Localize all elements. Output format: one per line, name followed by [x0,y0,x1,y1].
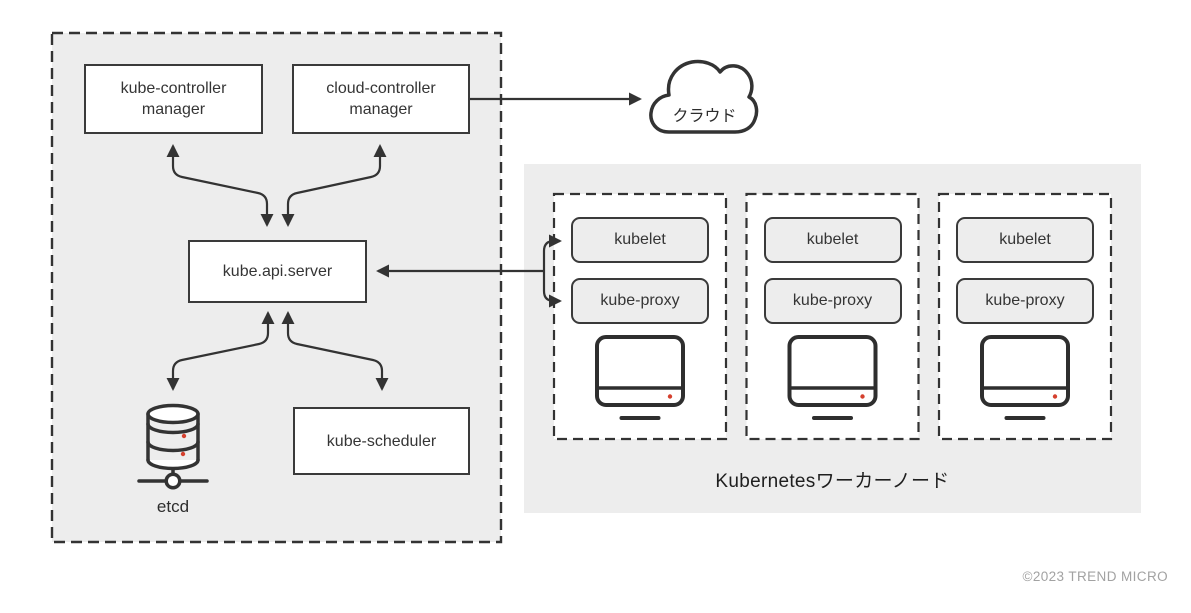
monitor-icon [980,335,1070,420]
copyright-text: ©2023 TREND MICRO [1022,569,1168,584]
kube-controller-manager-box: kube-controller manager [84,64,263,134]
worker-node-1-kubelet-box: kubelet [571,217,709,263]
arrow-apiserver-scheduler [281,311,389,391]
cloud-controller-manager-label-line1: cloud-controller [326,80,436,97]
worker-section-title: Kubernetesワーカーノード [715,471,950,492]
worker-node-1-kube-proxy-box: kube-proxy [571,278,709,324]
arrow-apiserver-kube-controller [166,144,274,227]
kube-scheduler-label: kube-scheduler [326,432,437,450]
cloud-label: クラウド [672,108,737,125]
arrow-apiserver-cloud-controller [281,144,387,227]
kubelet-label: kubelet [806,231,859,248]
monitor-icon [595,335,685,420]
kube-proxy-label: kube-proxy [792,292,873,309]
kube-proxy-label: kube-proxy [600,292,680,309]
etcd-database-icon [137,403,209,490]
worker-node-2-kubelet-box: kubelet [763,217,902,263]
worker-node-2-kube-proxy-box: kube-proxy [763,278,902,324]
worker-node-3-kube-proxy-box: kube-proxy [956,278,1094,324]
kubelet-label: kubelet [999,231,1051,248]
arrow-branch-kubelet [542,234,562,271]
kube-api-server-box: kube.api.server [188,240,367,303]
etcd-label: etcd [156,497,190,516]
worker-node-3-kubelet-box: kubelet [956,217,1094,263]
cloud-controller-manager-box: cloud-controller manager [292,64,470,134]
kube-api-server-label: kube.api.server [222,263,333,280]
kube-proxy-label: kube-proxy [985,292,1065,309]
cloud-controller-manager-label-line2: manager [349,101,413,118]
kube-controller-manager-label-line2: manager [141,101,206,118]
cloud-icon [649,59,759,134]
kube-controller-manager-label-line1: kube-controller [120,80,227,97]
kubelet-label: kubelet [614,231,666,248]
monitor-icon [787,335,878,420]
arrow-apiserver-etcd [166,311,275,391]
arrow-branch-kube-proxy [542,271,562,308]
kube-scheduler-box: kube-scheduler [293,407,470,475]
